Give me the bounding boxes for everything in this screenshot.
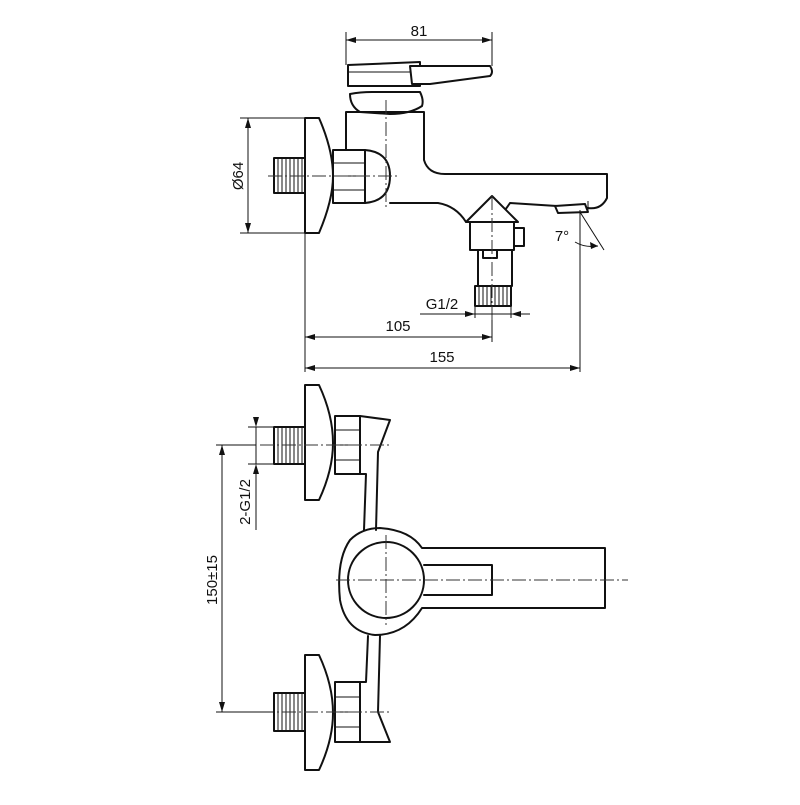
dim-diameter-64-label: Ø64: [230, 162, 247, 190]
side-body-spout: [345, 111, 608, 223]
dim-155-label: 155: [429, 349, 454, 366]
dim-2-g12-front-label: 2-G1/2: [237, 479, 254, 525]
dim-150-label: 150±15: [204, 555, 221, 605]
front-lower-flange: [273, 654, 361, 771]
dim-angle-7: 7°: [555, 211, 605, 251]
side-nut: [332, 149, 391, 204]
dim-g12-side-label: G1/2: [426, 296, 459, 313]
dim-150: 150±15: [204, 444, 274, 713]
dim-155: 155: [305, 210, 581, 372]
front-body: [338, 415, 606, 743]
dim-2-g12-front: 2-G1/2: [237, 417, 274, 530]
side-outlet-connector: [465, 195, 525, 307]
side-inlet-thread: [273, 157, 306, 194]
dim-81: 81: [345, 23, 493, 66]
dim-105: 105: [304, 233, 493, 372]
front-upper-flange: [273, 384, 361, 501]
front-view: 2-G1/2 150±15: [204, 384, 628, 771]
side-lever: [347, 61, 493, 115]
dim-angle-7-label: 7°: [555, 228, 569, 245]
dim-105-label: 105: [385, 318, 410, 335]
dim-diameter-64: Ø64: [230, 117, 305, 234]
side-view: 81 Ø64 G1/2 105: [230, 23, 608, 372]
dim-g12-side: G1/2: [420, 296, 530, 318]
dim-81-label: 81: [411, 23, 428, 40]
